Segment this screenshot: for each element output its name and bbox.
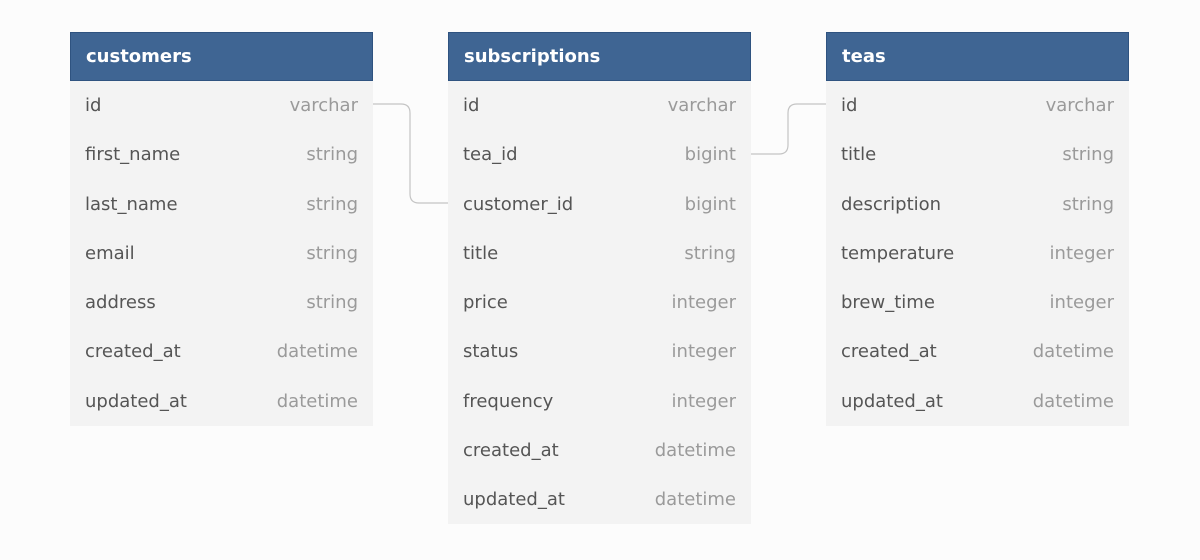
field-name: id: [463, 95, 480, 117]
table-teas[interactable]: teas id varchar title string description…: [826, 32, 1129, 426]
field-type: bigint: [684, 193, 736, 215]
field-row-customer-id[interactable]: customer_id bigint: [448, 180, 751, 229]
field-row-description[interactable]: description string: [826, 180, 1129, 229]
field-name: updated_at: [841, 390, 943, 412]
table-header[interactable]: subscriptions: [448, 32, 751, 81]
field-row-frequency[interactable]: frequency integer: [448, 377, 751, 426]
field-row-status[interactable]: status integer: [448, 327, 751, 376]
field-type: integer: [1049, 292, 1114, 314]
field-row-price[interactable]: price integer: [448, 278, 751, 327]
field-row-id[interactable]: id varchar: [70, 81, 373, 130]
field-type: datetime: [654, 489, 736, 511]
field-row-last-name[interactable]: last_name string: [70, 180, 373, 229]
table-subscriptions[interactable]: subscriptions id varchar tea_id bigint c…: [448, 32, 751, 525]
field-type: string: [306, 292, 358, 314]
field-type: varchar: [289, 95, 358, 117]
field-type: string: [306, 144, 358, 166]
field-type: string: [306, 193, 358, 215]
field-row-title[interactable]: title string: [448, 229, 751, 278]
table-customers[interactable]: customers id varchar first_name string l…: [70, 32, 373, 426]
field-row-created-at[interactable]: created_at datetime: [826, 327, 1129, 376]
field-name: tea_id: [463, 144, 518, 166]
field-row-updated-at[interactable]: updated_at datetime: [826, 377, 1129, 426]
connector-customers-subscriptions: [373, 103, 448, 204]
field-row-created-at[interactable]: created_at datetime: [70, 327, 373, 376]
field-type: string: [1062, 193, 1114, 215]
field-name: frequency: [463, 390, 554, 412]
field-type: integer: [671, 341, 736, 363]
field-row-id[interactable]: id varchar: [826, 81, 1129, 130]
field-row-first-name[interactable]: first_name string: [70, 130, 373, 179]
field-name: customer_id: [463, 193, 574, 215]
field-name: updated_at: [85, 390, 187, 412]
field-name: title: [463, 242, 499, 264]
field-name: temperature: [841, 242, 955, 264]
connector-teas-subscriptions: [750, 103, 826, 155]
field-row-id[interactable]: id varchar: [448, 81, 751, 130]
table-header[interactable]: customers: [70, 32, 373, 81]
field-type: varchar: [1045, 95, 1114, 117]
field-name: status: [463, 341, 519, 363]
field-type: string: [1062, 144, 1114, 166]
field-type: datetime: [654, 439, 736, 461]
field-type: string: [306, 242, 358, 264]
field-type: datetime: [1032, 390, 1114, 412]
field-row-tea-id[interactable]: tea_id bigint: [448, 130, 751, 179]
field-row-created-at[interactable]: created_at datetime: [448, 426, 751, 475]
field-name: first_name: [85, 144, 181, 166]
field-row-updated-at[interactable]: updated_at datetime: [70, 377, 373, 426]
field-name: address: [85, 292, 156, 314]
field-row-updated-at[interactable]: updated_at datetime: [448, 475, 751, 524]
field-row-temperature[interactable]: temperature integer: [826, 229, 1129, 278]
field-name: description: [841, 193, 942, 215]
field-type: datetime: [276, 341, 358, 363]
field-type: datetime: [1032, 341, 1114, 363]
field-type: integer: [671, 390, 736, 412]
field-name: created_at: [841, 341, 937, 363]
field-row-brew-time[interactable]: brew_time integer: [826, 278, 1129, 327]
field-type: string: [684, 242, 736, 264]
field-name: last_name: [85, 193, 178, 215]
field-name: brew_time: [841, 292, 935, 314]
field-type: bigint: [684, 144, 736, 166]
table-header[interactable]: teas: [826, 32, 1129, 81]
field-name: id: [85, 95, 102, 117]
field-row-title[interactable]: title string: [826, 130, 1129, 179]
field-name: created_at: [85, 341, 181, 363]
field-type: datetime: [276, 390, 358, 412]
field-name: title: [841, 144, 877, 166]
field-name: created_at: [463, 439, 559, 461]
field-name: updated_at: [463, 489, 565, 511]
field-type: varchar: [667, 95, 736, 117]
field-row-email[interactable]: email string: [70, 229, 373, 278]
field-name: price: [463, 292, 508, 314]
field-row-address[interactable]: address string: [70, 278, 373, 327]
field-type: integer: [1049, 242, 1114, 264]
field-name: email: [85, 242, 135, 264]
field-name: id: [841, 95, 858, 117]
field-type: integer: [671, 292, 736, 314]
